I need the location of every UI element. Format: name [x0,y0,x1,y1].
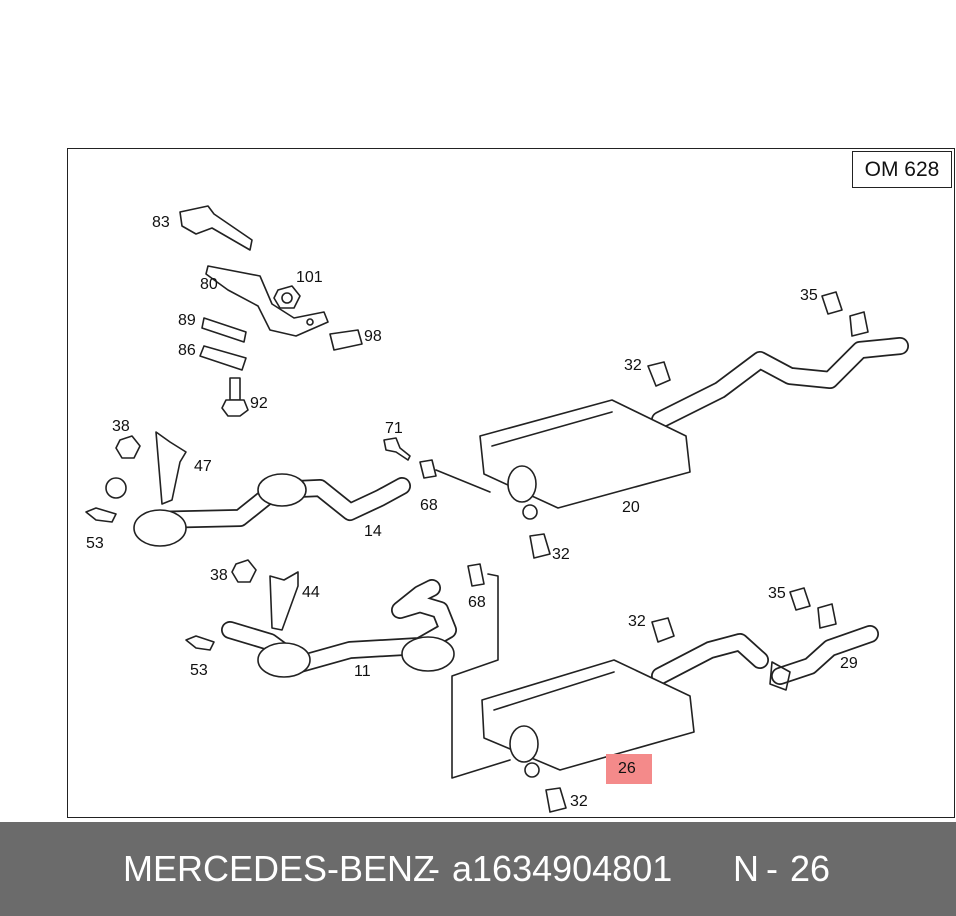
muffler-20 [479,337,909,520]
label-68-lower: 68 [468,594,486,611]
label-20: 20 [622,499,640,516]
plate-86 [199,345,247,371]
label-32-b: 32 [552,546,570,563]
footer-ref-number: 26 [790,848,831,889]
label-53-lower: 53 [190,662,208,679]
label-83: 83 [152,214,170,231]
footer-brand: MERCEDES-BENZ [123,848,436,889]
footer-separator-2: - [766,848,778,889]
label-53-upper: 53 [86,535,104,552]
label-101: 101 [296,269,323,286]
mount-32-b [529,533,551,559]
clamp-68-upper [419,459,491,493]
clip-35-lower [789,587,837,629]
label-35-upper: 35 [800,287,818,304]
label-32-c: 32 [628,613,646,630]
bolt-92 [221,377,249,417]
label-92: 92 [250,395,268,412]
label-29: 29 [840,655,858,672]
label-35-lower: 35 [768,585,786,602]
label-38-upper: 38 [112,418,130,435]
bracket-44 [269,571,299,631]
label-26: 26 [618,760,636,777]
label-32-d: 32 [570,793,588,810]
pipe-29 [769,661,791,691]
bracket-47 [155,431,187,505]
diagram-frame [67,148,955,818]
mount-32-d [545,787,567,813]
bracket-80 [205,265,329,337]
pipe-14 [105,473,411,547]
label-11: 11 [354,663,371,680]
label-71: 71 [385,420,403,437]
highlight-26 [606,754,652,784]
label-80: 80 [200,276,218,293]
footer-bar: MERCEDES-BENZ - a1634904801 N - 26 [0,822,956,916]
bolt-53-lower [185,635,215,651]
label-32-a: 32 [624,357,642,374]
pipe-11 [221,579,457,678]
footer-part-number: a1634904801 [452,848,673,889]
clip-98 [329,329,363,351]
footer-separator-1: - [428,848,440,889]
label-89: 89 [178,312,196,329]
plate-89 [201,317,247,343]
label-38-lower: 38 [210,567,228,584]
mount-32-a [647,361,671,387]
footer-ref-prefix: N [733,848,759,889]
label-47: 47 [194,458,212,475]
label-14: 14 [364,523,382,540]
nut-101 [273,285,301,309]
label-44: 44 [302,584,320,601]
mount-32-c [651,617,675,643]
label-98: 98 [364,328,382,345]
bolt-53-upper [85,507,117,523]
nut-38-lower [231,559,257,583]
muffler-26 [481,625,879,778]
label-86: 86 [178,342,196,359]
label-68-upper: 68 [420,497,438,514]
nut-38-upper [115,435,141,459]
bolt-71 [383,437,411,461]
clip-35-upper [821,291,869,337]
engine-code-box: OM 628 [852,151,952,188]
bracket-83 [179,205,253,251]
clamp-68-lower [451,563,511,779]
engine-code: OM 628 [864,157,940,181]
